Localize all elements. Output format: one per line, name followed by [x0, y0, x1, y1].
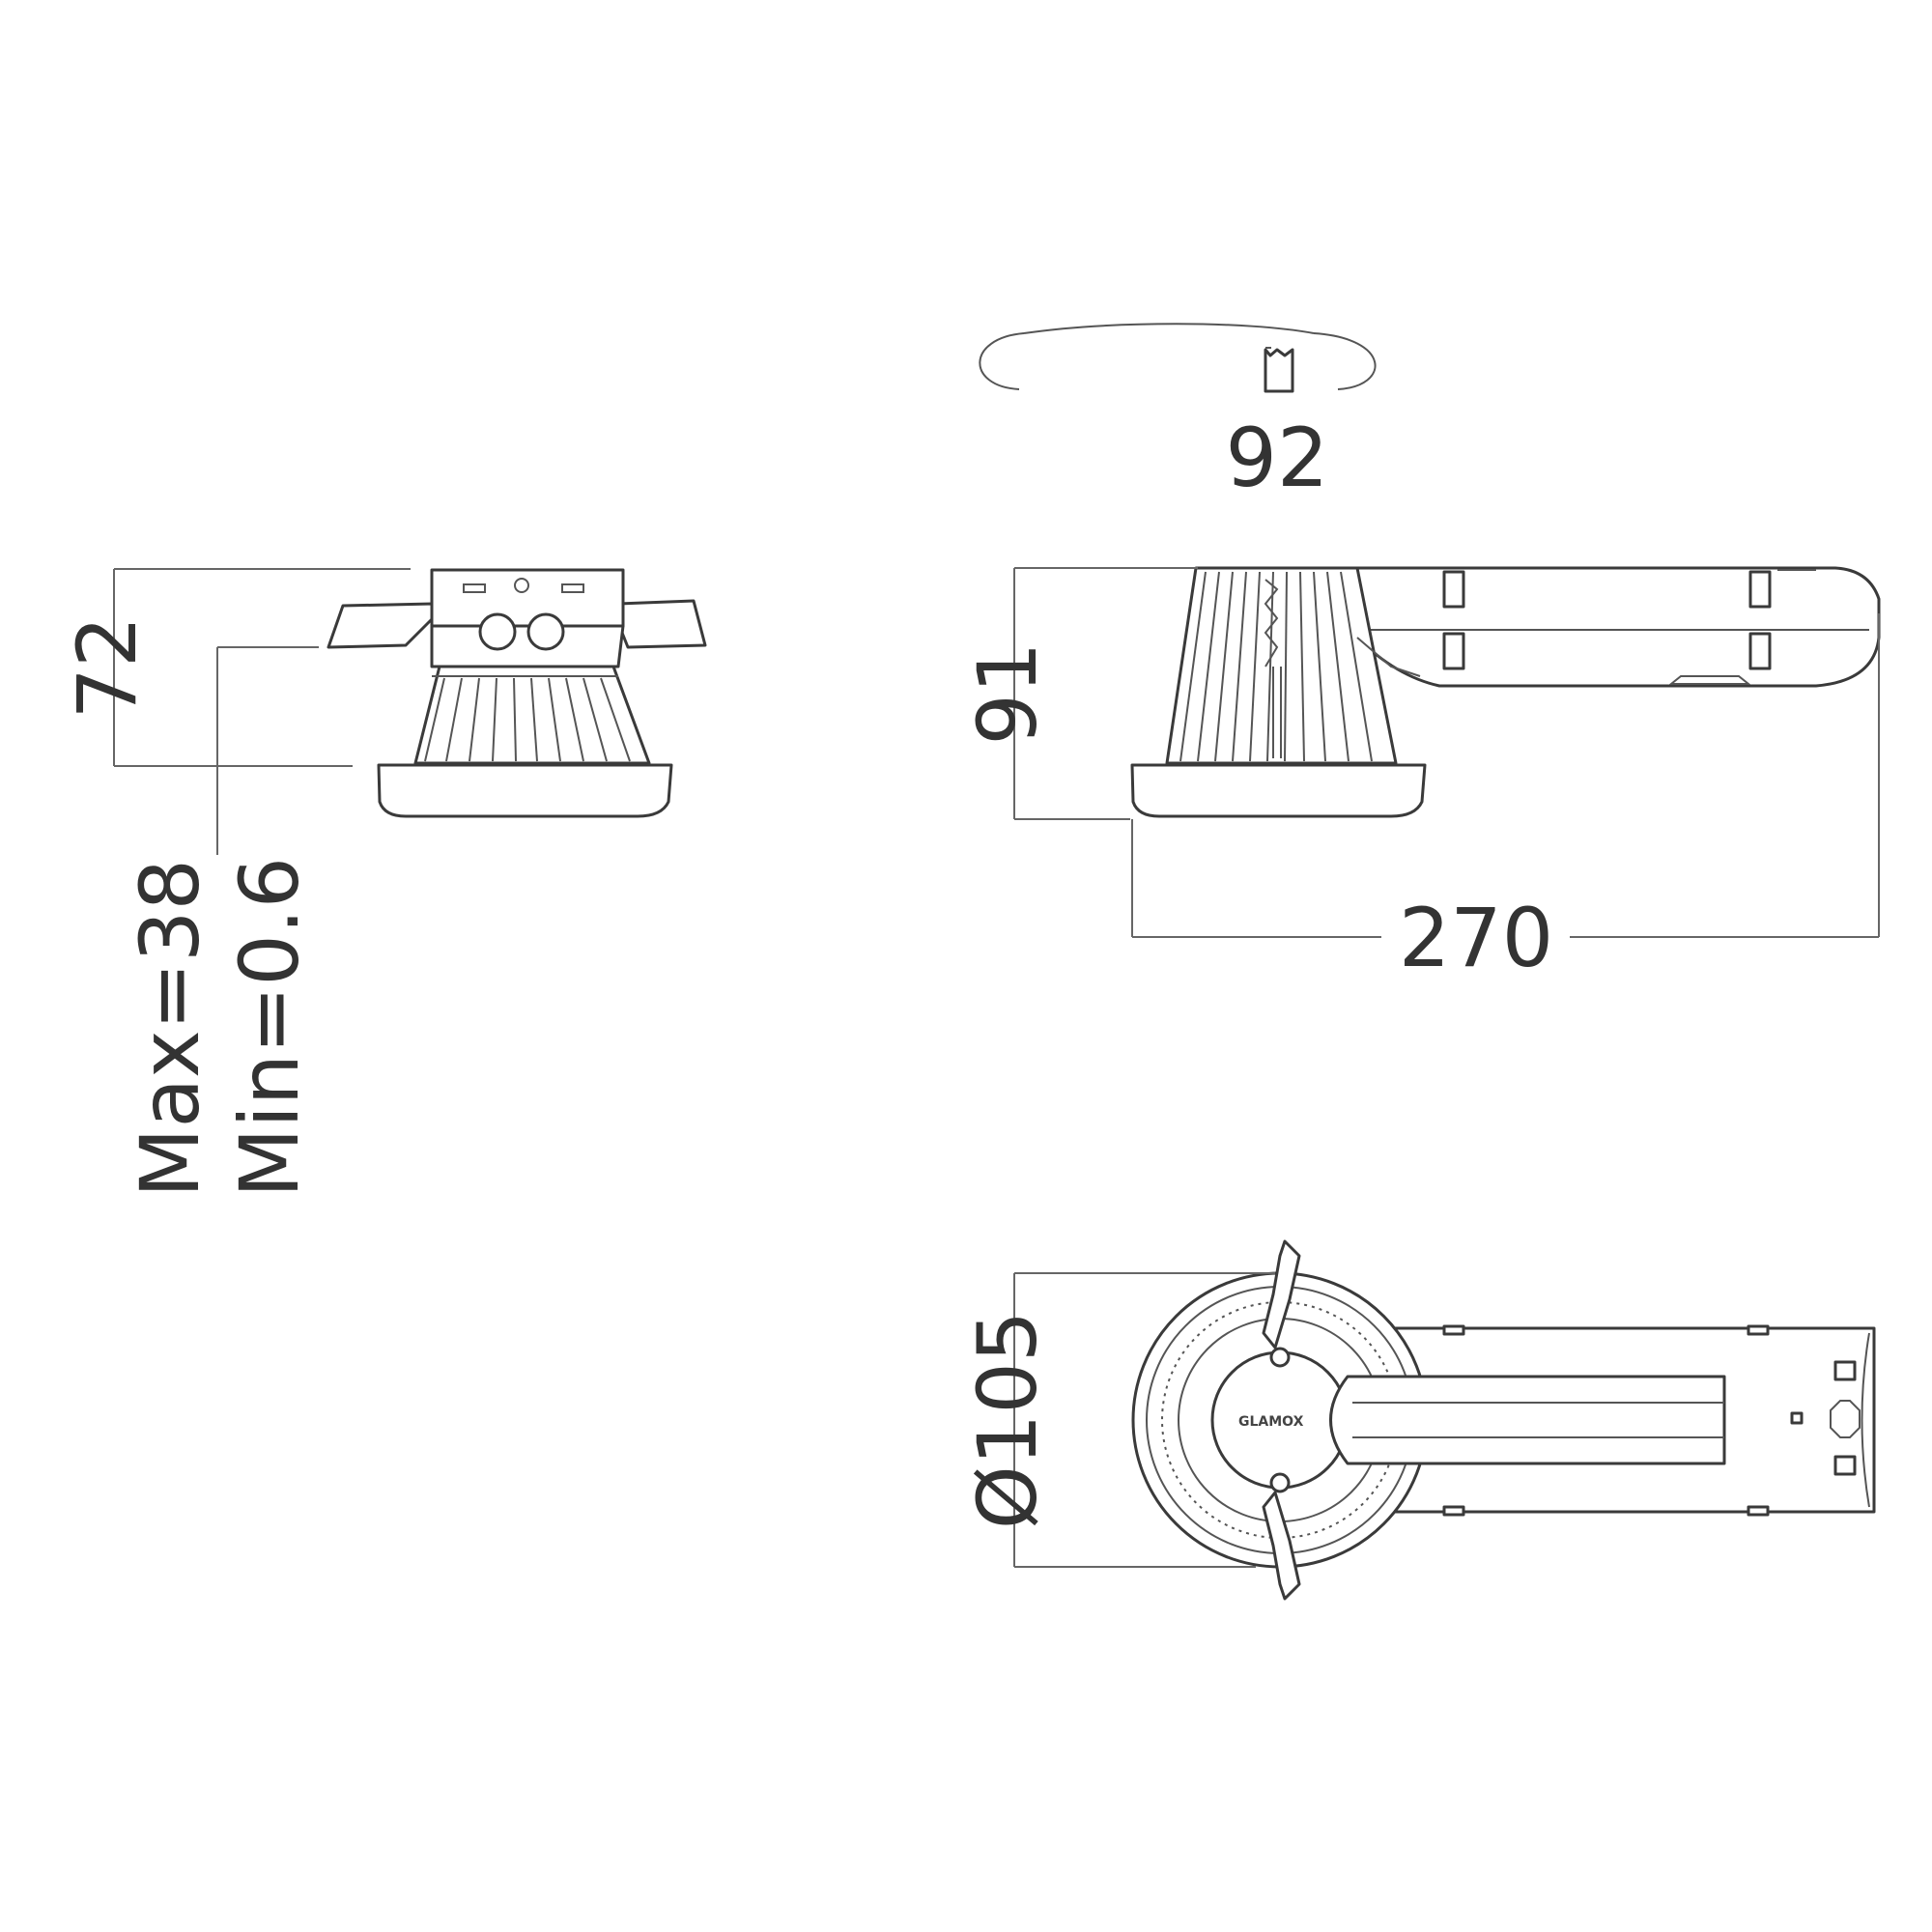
heatsink-fins-front: [1179, 571, 1373, 762]
heatsink-fins: [424, 677, 631, 762]
side-view-luminaire: [327, 568, 707, 818]
top-view-luminaire: [1131, 1239, 1876, 1601]
brand-logo-text: GLAMOX: [1238, 1414, 1304, 1430]
diameter-dimension: Ø105: [960, 1311, 1055, 1529]
ceiling-min-label: Min=0.6: [222, 857, 317, 1198]
depth-front-dimension: 91: [960, 642, 1055, 746]
dimension-91: [1013, 567, 1198, 820]
front-view-luminaire: [1130, 566, 1881, 818]
length-dimension: 270: [1399, 891, 1553, 985]
dimension-270: [1131, 613, 1880, 938]
ceiling-max-label: Max=38: [123, 859, 217, 1198]
cutout-dimension: 92: [1226, 411, 1329, 505]
dimension-105: [1013, 1272, 1275, 1568]
dimension-ceiling-thickness: [216, 646, 319, 855]
depth-side-dimension: 72: [60, 616, 155, 720]
dimension-72: [113, 568, 411, 767]
ceiling-cutout-icon: [979, 323, 1377, 393]
